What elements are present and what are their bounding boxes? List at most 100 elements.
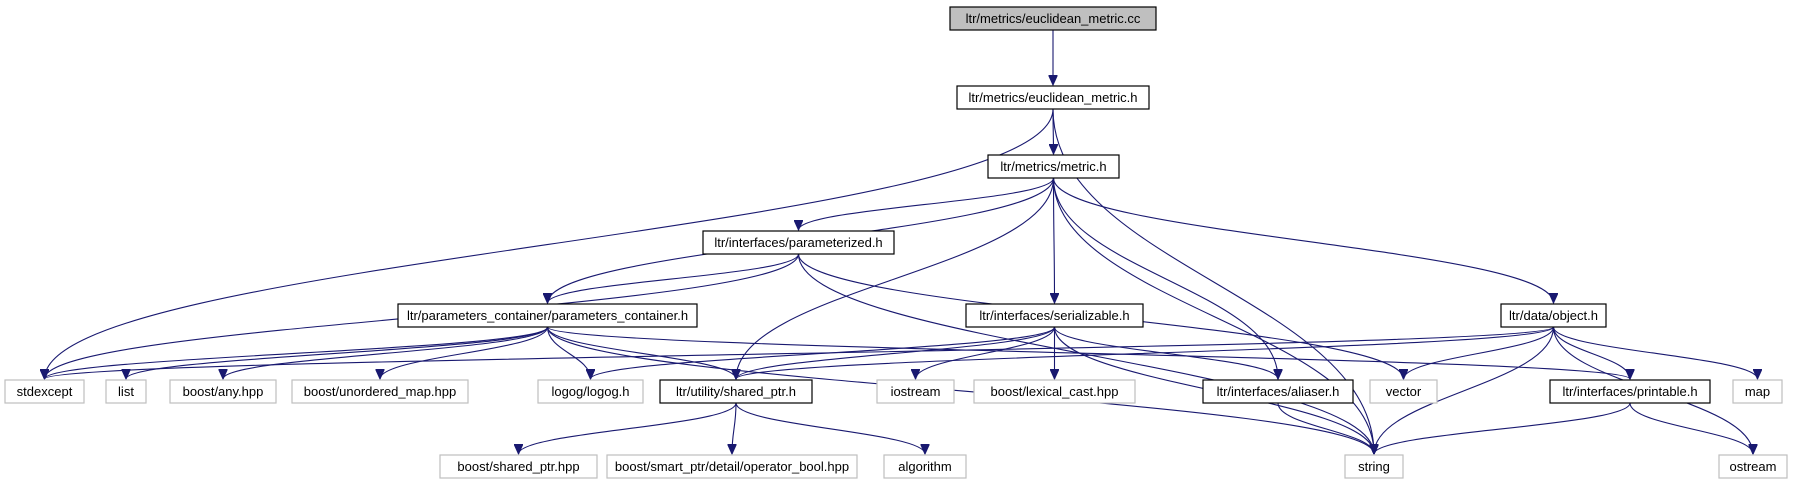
edge-object_h-to-stdexcept [45,326,1555,379]
node-label-root: ltr/metrics/euclidean_metric.cc [966,11,1141,26]
edge-metric_h-to-shared_ptr_h [736,177,1055,379]
node-box-printable_h [1549,379,1711,404]
edge-object_h-to-string [1374,326,1555,454]
edge-euclid_h-to-stdexcept [45,108,1054,379]
node-box-algorithm [883,454,967,479]
edge-printable_h-to-string [1374,402,1631,454]
node-label-stdexcept: stdexcept [17,384,73,399]
node-boost_lexical_cast: boost/lexical_cast.hpp [973,379,1136,404]
node-label-operator_bool: boost/smart_ptr/detail/operator_bool.hpp [615,459,849,474]
node-list: list [105,379,147,404]
node-label-boost_shared_ptr: boost/shared_ptr.hpp [457,459,579,474]
edge-serializable_h-to-shared_ptr_h [736,326,1056,379]
node-params_container_h[interactable]: ltr/parameters_container/parameters_cont… [397,303,698,328]
edge-printable_h-to-ostream [1629,402,1753,454]
node-object_h[interactable]: ltr/data/object.h [1500,303,1607,328]
node-box-boost_lexical_cast [973,379,1136,404]
node-vector: vector [1369,379,1438,404]
node-box-map [1732,379,1783,404]
node-label-iostream: iostream [891,384,941,399]
node-serializable_h[interactable]: ltr/interfaces/serializable.h [965,303,1144,328]
node-label-boost_unordered_map: boost/unordered_map.hpp [304,384,457,399]
node-aliaser_h[interactable]: ltr/interfaces/aliaser.h [1202,379,1354,404]
node-box-boost_unordered_map [291,379,469,404]
node-box-serializable_h [965,303,1144,328]
edge-params_container_h-to-shared_ptr_h [546,326,737,379]
edge-shared_ptr_h-to-algorithm [735,402,925,454]
edge-parameterized_h-to-string [797,253,1375,454]
node-label-shared_ptr_h: ltr/utility/shared_ptr.h [676,384,796,399]
node-box-stdexcept [4,379,85,404]
node-label-vector: vector [1386,384,1422,399]
node-box-boost_any [169,379,277,404]
edge-object_h-to-map [1552,326,1758,379]
node-root: ltr/metrics/euclidean_metric.cc [949,6,1157,31]
edge-params_container_h-to-boost_unordered_map [380,326,549,379]
node-box-metric_h [987,154,1120,179]
node-boost_shared_ptr: boost/shared_ptr.hpp [439,454,598,479]
edge-shared_ptr_h-to-operator_bool [732,402,737,454]
edge-serializable_h-to-aliaser_h [1053,326,1279,379]
edge-metric_h-to-parameterized_h [799,177,1055,230]
node-box-object_h [1500,303,1607,328]
node-boost_unordered_map: boost/unordered_map.hpp [291,379,469,404]
edge-metric_h-to-serializable_h [1054,177,1055,303]
edge-serializable_h-to-iostream [916,326,1056,379]
node-stdexcept: stdexcept [4,379,85,404]
node-label-algorithm: algorithm [898,459,951,474]
node-printable_h[interactable]: ltr/interfaces/printable.h [1549,379,1711,404]
node-label-object_h: ltr/data/object.h [1509,308,1598,323]
node-label-serializable_h: ltr/interfaces/serializable.h [979,308,1129,323]
edge-params_container_h-to-printable_h [546,326,1631,379]
node-label-string: string [1358,459,1390,474]
node-metric_h[interactable]: ltr/metrics/metric.h [987,154,1120,179]
node-label-boost_lexical_cast: boost/lexical_cast.hpp [991,384,1119,399]
node-label-aliaser_h: ltr/interfaces/aliaser.h [1217,384,1340,399]
node-label-ostream: ostream [1730,459,1777,474]
node-box-logog [537,379,644,404]
node-box-operator_bool [606,454,858,479]
node-box-shared_ptr_h [659,379,813,404]
node-boost_any: boost/any.hpp [169,379,277,404]
node-parameterized_h[interactable]: ltr/interfaces/parameterized.h [702,230,895,255]
edge-metric_h-to-object_h [1052,177,1554,303]
node-algorithm: algorithm [883,454,967,479]
node-box-vector [1369,379,1438,404]
edge-object_h-to-printable_h [1552,326,1631,379]
edge-params_container_h-to-boost_any [223,326,549,379]
node-box-euclid_h [956,85,1150,110]
node-label-params_container_h: ltr/parameters_container/parameters_cont… [407,308,688,323]
node-box-ostream [1718,454,1788,479]
node-label-boost_any: boost/any.hpp [183,384,264,399]
node-label-list: list [118,384,134,399]
edge-metric_h-to-string [1052,177,1375,454]
edge-params_container_h-to-stdexcept [45,326,549,379]
node-iostream: iostream [876,379,955,404]
edge-metric_h-to-aliaser_h [1052,177,1279,379]
edge-object_h-to-vector [1404,326,1555,379]
edge-params_container_h-to-list [126,326,549,379]
node-box-list [105,379,147,404]
node-box-params_container_h [397,303,698,328]
edge-shared_ptr_h-to-boost_shared_ptr [519,402,737,454]
node-label-printable_h: ltr/interfaces/printable.h [1562,384,1697,399]
node-label-euclid_h: ltr/metrics/euclidean_metric.h [968,90,1137,105]
node-shared_ptr_h[interactable]: ltr/utility/shared_ptr.h [659,379,813,404]
node-box-iostream [876,379,955,404]
nodes-layer: ltr/metrics/euclidean_metric.cc ltr/metri… [4,6,1788,479]
node-ostream: ostream [1718,454,1788,479]
node-label-map: map [1745,384,1770,399]
edge-parameterized_h-to-params_container_h [548,253,800,303]
node-box-string [1344,454,1404,479]
node-map: map [1732,379,1783,404]
node-box-root [949,6,1157,31]
node-logog: logog/logog.h [537,379,644,404]
node-box-boost_shared_ptr [439,454,598,479]
node-box-aliaser_h [1202,379,1354,404]
node-operator_bool: boost/smart_ptr/detail/operator_bool.hpp [606,454,858,479]
node-string: string [1344,454,1404,479]
node-box-parameterized_h [702,230,895,255]
edge-params_container_h-to-string [546,326,1375,454]
node-euclid_h[interactable]: ltr/metrics/euclidean_metric.h [956,85,1150,110]
